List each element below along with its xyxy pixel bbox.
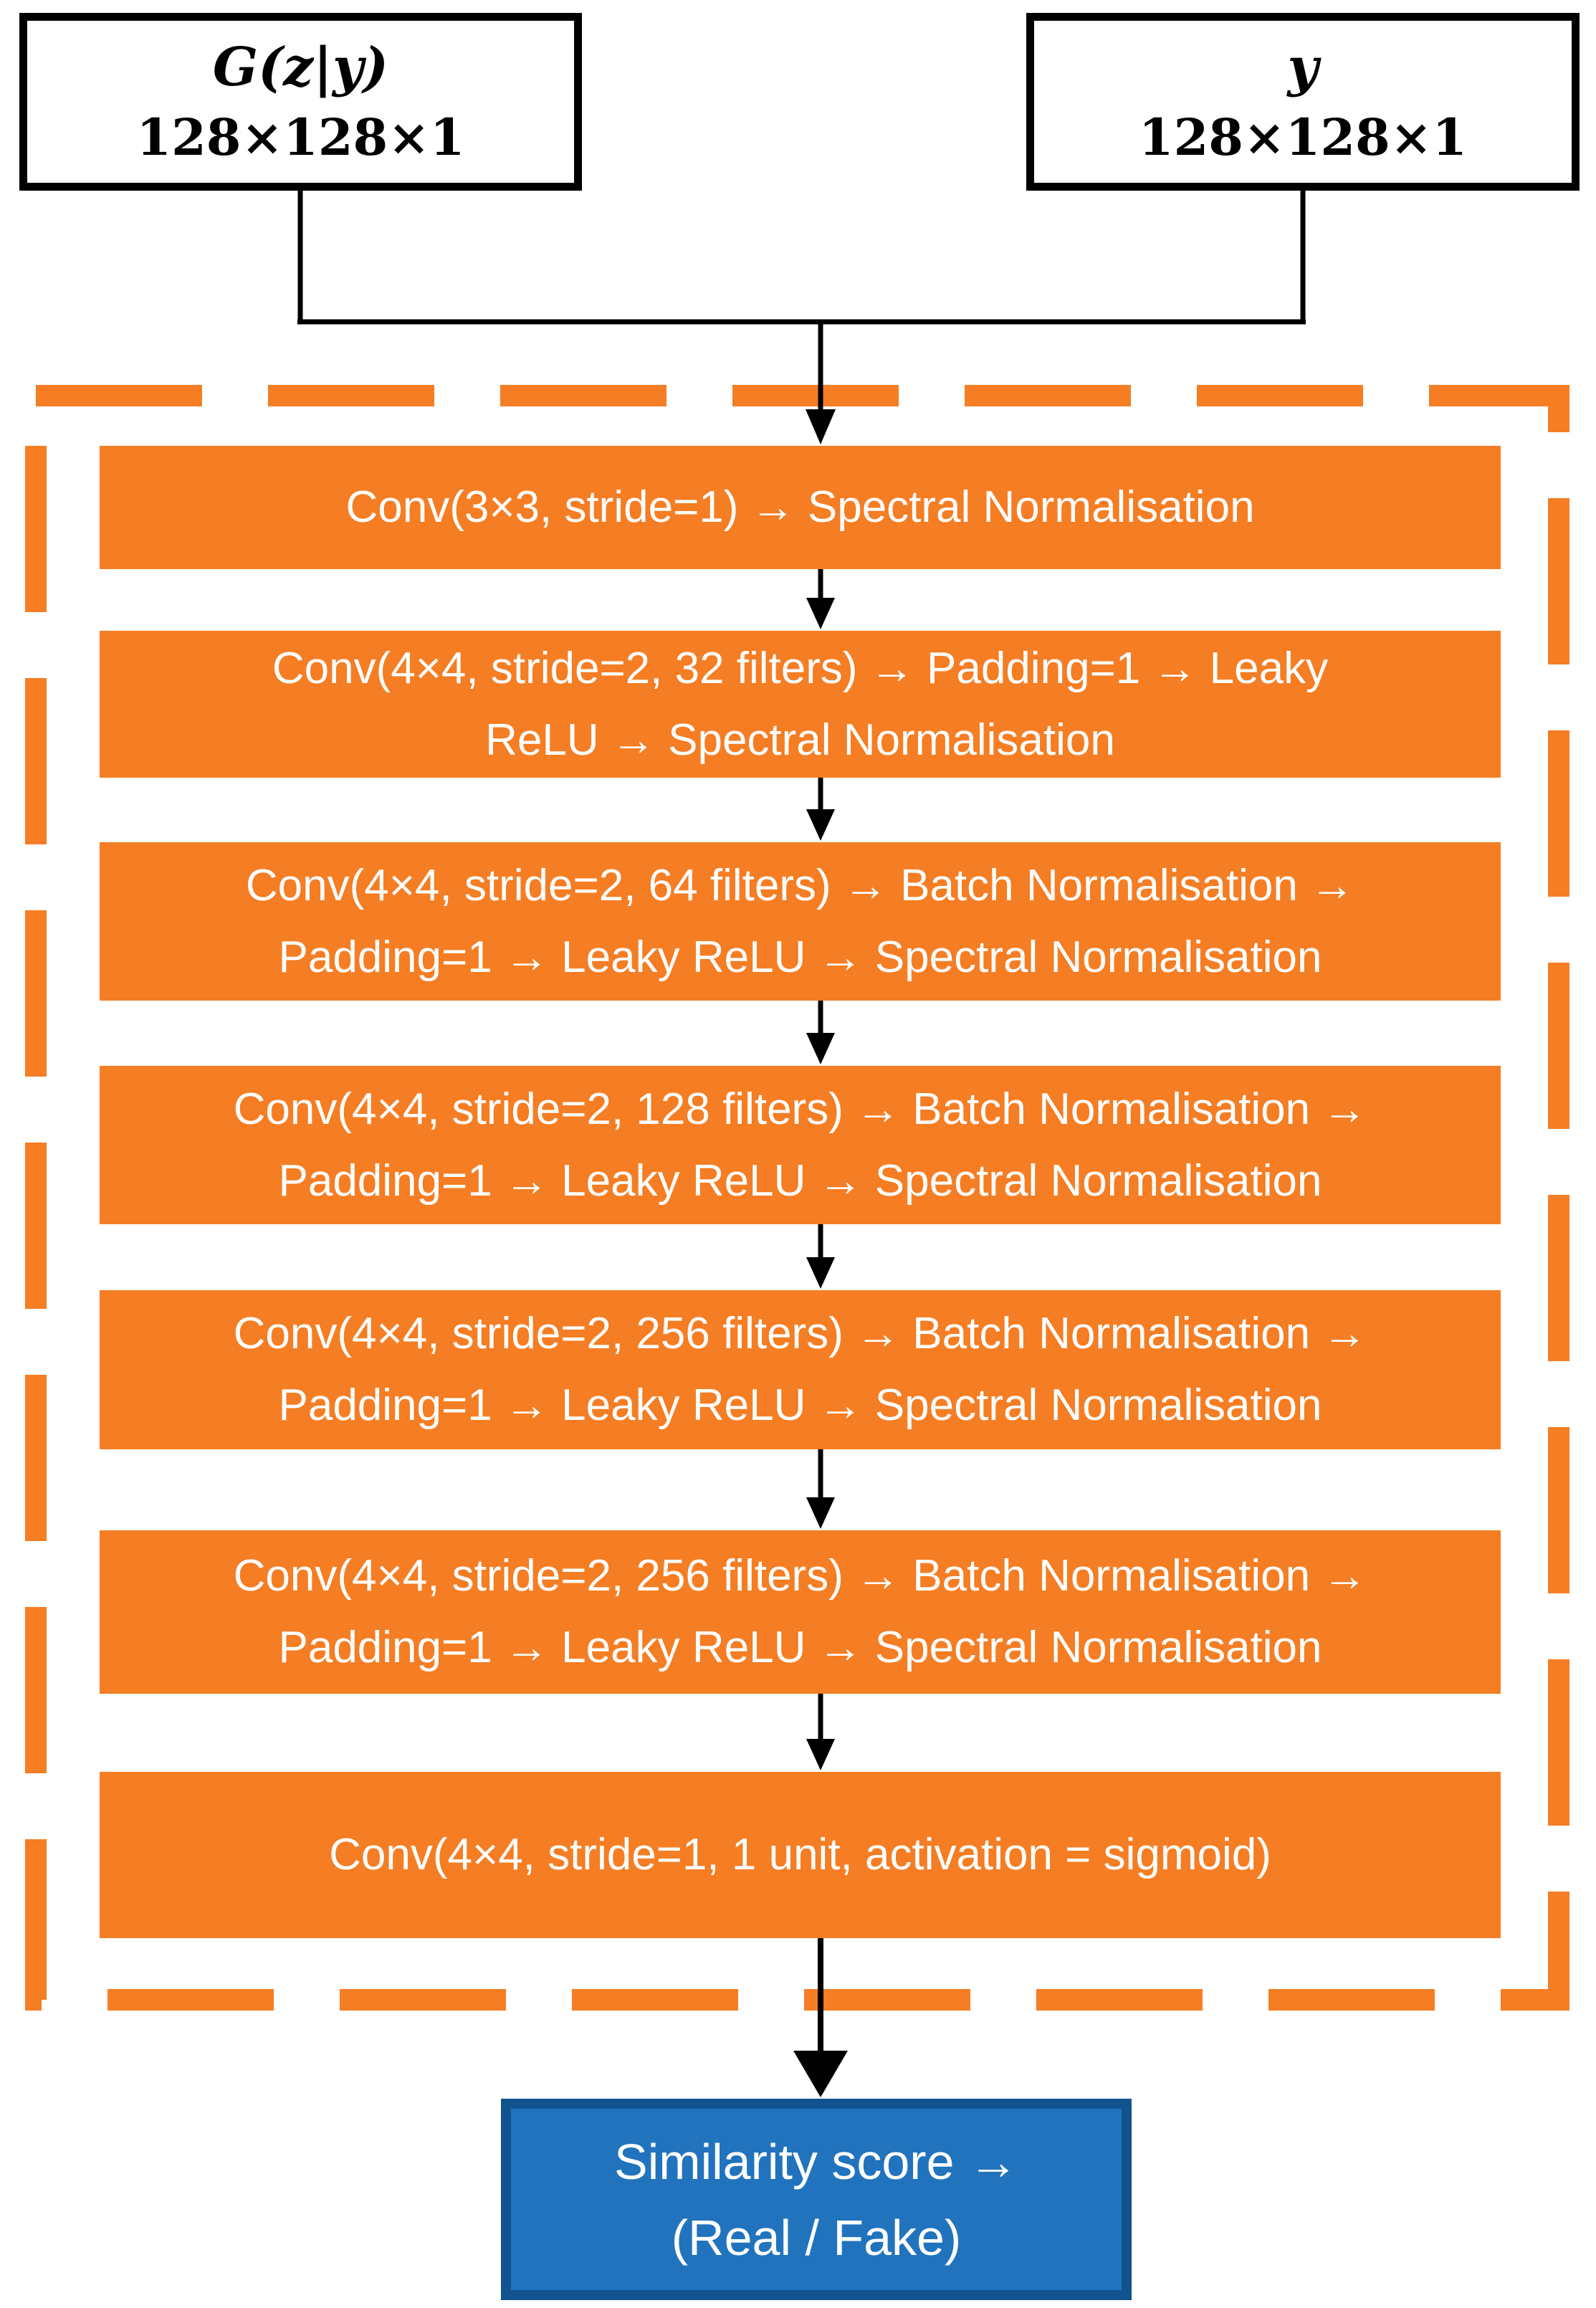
- input-shape: 128×128×1: [1138, 108, 1468, 167]
- layer-box-2: Conv(4×4, stride=2, 32 filters) → Paddin…: [100, 631, 1501, 778]
- flow-arrow-icon: [806, 1739, 835, 1770]
- flow-arrow-icon: [806, 598, 835, 629]
- input-shape: 128×128×1: [136, 108, 465, 167]
- flow-arrow-icon: [806, 1497, 835, 1529]
- input-label: y: [1287, 37, 1319, 98]
- flow-arrow-icon: [806, 809, 835, 841]
- flow-arrow-icon: [806, 1257, 835, 1289]
- input-label: G(z|y): [212, 37, 389, 98]
- flow-arrow-icon: [806, 409, 836, 444]
- layer-box-1: Conv(3×3, stride=1) → Spectral Normalisa…: [100, 446, 1501, 569]
- dashed-border: [25, 385, 1569, 2011]
- output-box-similarity-score: Similarity score → (Real / Fake): [501, 2099, 1132, 2300]
- layer-box-5: Conv(4×4, stride=2, 256 filters) → Batch…: [100, 1290, 1501, 1449]
- layer-box-7: Conv(4×4, stride=1, 1 unit, activation =…: [100, 1772, 1501, 1938]
- layer-box-6: Conv(4×4, stride=2, 256 filters) → Batch…: [100, 1530, 1501, 1694]
- layer-box-3: Conv(4×4, stride=2, 64 filters) → Batch …: [100, 842, 1501, 1001]
- layer-box-4: Conv(4×4, stride=2, 128 filters) → Batch…: [100, 1066, 1501, 1224]
- flow-arrow-icon: [806, 1033, 835, 1064]
- input-box-generated-image: G(z|y) 128×128×1: [19, 13, 582, 191]
- flow-arrow-icon: [793, 2051, 848, 2097]
- input-box-condition-image: y 128×128×1: [1026, 13, 1580, 191]
